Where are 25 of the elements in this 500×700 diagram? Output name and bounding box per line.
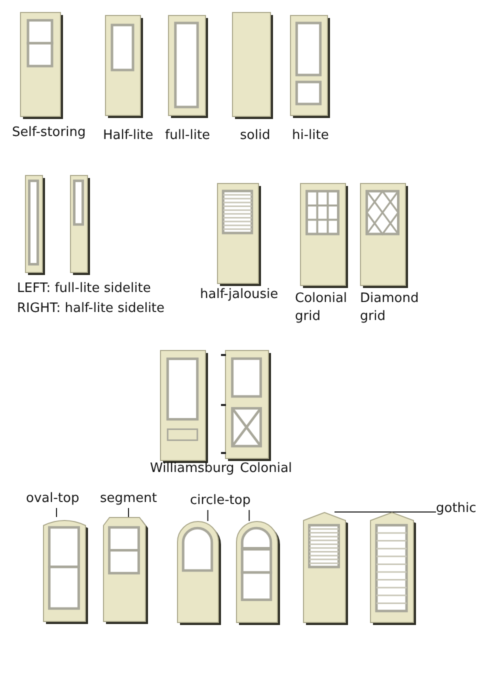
door-drawing xyxy=(103,517,148,624)
door-style-label: half-jalousie xyxy=(200,286,278,304)
door-style-label: hi-lite xyxy=(292,127,329,145)
callout-label: gothic xyxy=(436,500,476,518)
door-style-label: full-lite xyxy=(165,127,210,145)
door-drawing xyxy=(303,512,348,625)
door-style-label: Colonial xyxy=(240,460,292,478)
callout-label: circle-top xyxy=(190,492,251,510)
door-style-label: Half-lite xyxy=(103,127,154,145)
leader-line xyxy=(128,508,130,518)
door-style-label: solid xyxy=(240,127,270,145)
leader-line xyxy=(248,510,250,522)
door-drawing xyxy=(370,512,416,625)
door-drawing xyxy=(236,521,280,625)
callout-label: segment xyxy=(100,490,158,508)
callout-label: oval-top xyxy=(26,490,80,508)
door-style-label: Williamsburg xyxy=(150,460,234,478)
door-style-label: LEFT: full-lite sidelite xyxy=(17,280,151,298)
door-drawing xyxy=(177,521,221,625)
door-style-label: Self-storing xyxy=(12,124,86,142)
door-drawing xyxy=(43,517,88,624)
leader-line xyxy=(56,508,57,518)
door-style-label: Diamond grid xyxy=(360,290,420,326)
door-style-label: RIGHT: half-lite sidelite xyxy=(17,300,165,318)
leader-line xyxy=(207,510,208,522)
